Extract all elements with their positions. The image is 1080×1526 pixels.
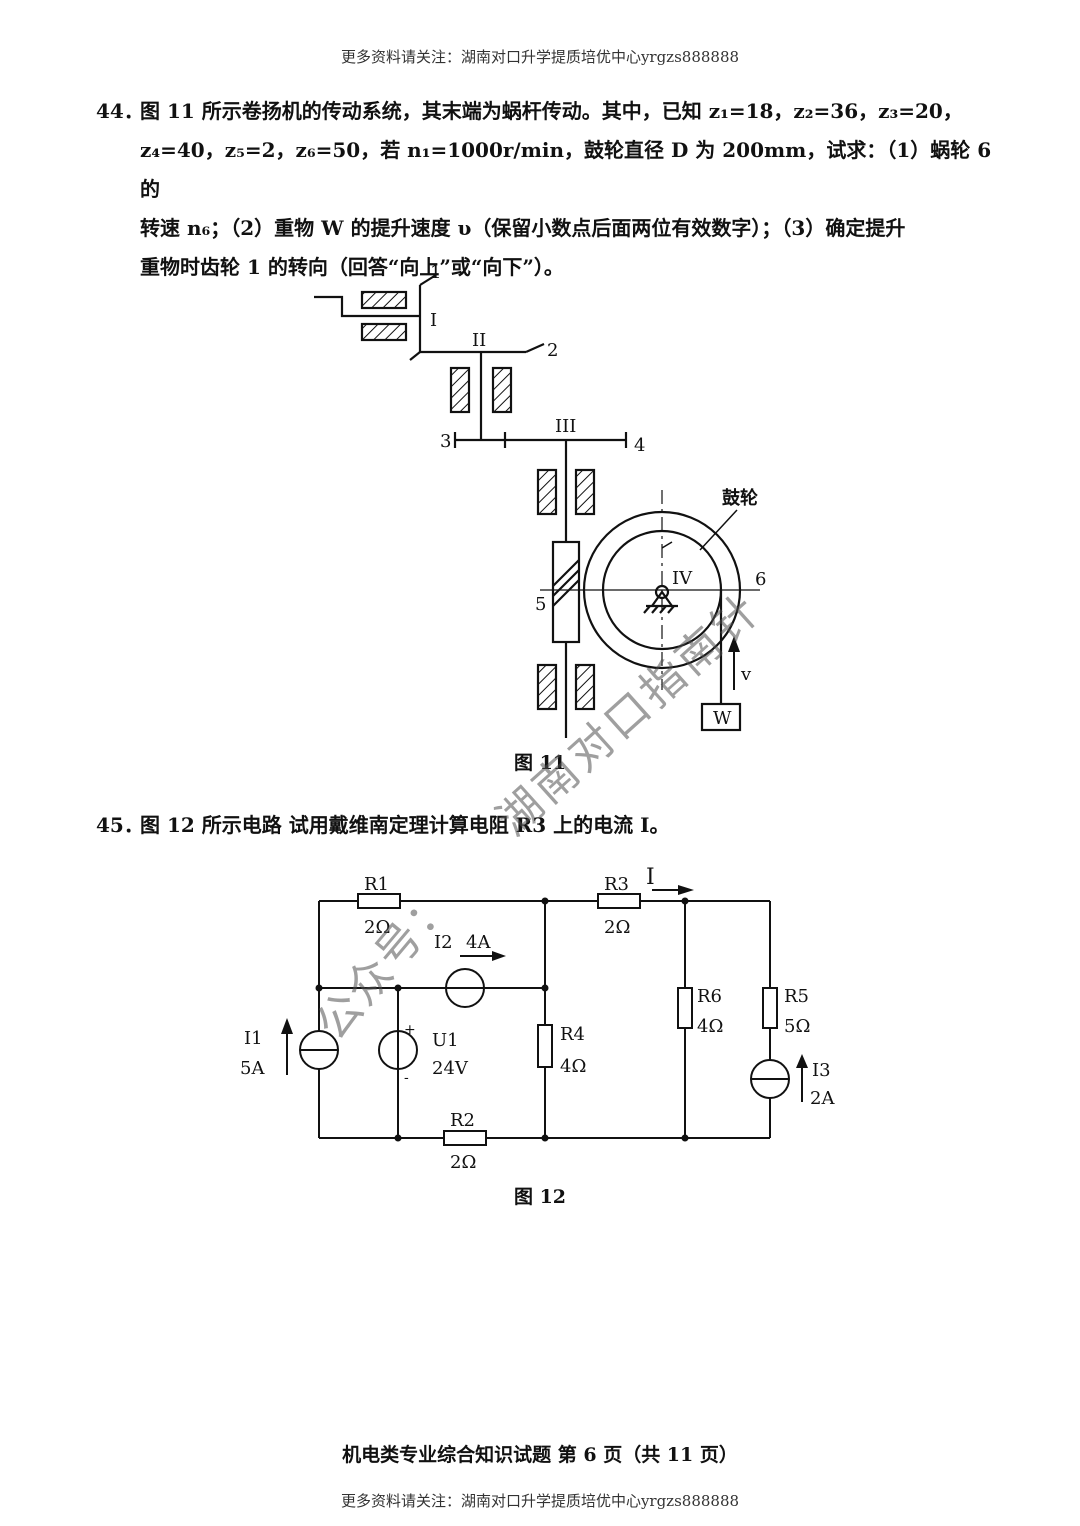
figure-11-caption: 图 11: [513, 752, 567, 774]
r4-name: R4: [560, 1024, 585, 1045]
gear-1-label: 1: [430, 262, 441, 283]
u1-minus-sign: -: [404, 1070, 409, 1086]
r2-name: R2: [450, 1110, 475, 1131]
shaft-2-label: II: [472, 330, 486, 351]
drum-label: 鼓轮: [722, 487, 758, 509]
i3-value: 2A: [810, 1088, 835, 1109]
shaft-4-label: IV: [672, 568, 693, 589]
question-text-line: 图 11 所示卷扬机的传动系统，其末端为蜗杆传动。其中，已知 z₁=18，z₂=…: [140, 99, 963, 123]
r3-value: 2Ω: [604, 917, 630, 938]
r4-value: 4Ω: [560, 1056, 586, 1077]
u1-plus-sign: +: [404, 1022, 416, 1038]
shaft-1-label: I: [430, 310, 437, 331]
i1-name: I1: [244, 1028, 263, 1049]
r1-name: R1: [364, 874, 389, 895]
r6-value: 4Ω: [697, 1016, 723, 1037]
worm-wheel-6-label: 6: [755, 569, 766, 590]
footer-note: 更多资料请关注：湖南对口升学提质培优中心yrgzs888888: [340, 1492, 740, 1510]
question-text-line: z₄=40，z₅=2，z₆=50，若 n₁=1000r/min，鼓轮直径 D 为…: [140, 138, 992, 201]
u1-value: 24V: [432, 1058, 469, 1079]
gear-3-label: 3: [440, 431, 451, 452]
question-text-line: 图 12 所示电路 试用戴维南定理计算电阻 R3 上的电流 I。: [140, 813, 670, 837]
header-note: 更多资料请关注：湖南对口升学提质培优中心yrgzs888888: [340, 48, 740, 66]
r6-name: R6: [697, 986, 722, 1007]
worm-5-label: 5: [535, 594, 546, 615]
i1-value: 5A: [240, 1058, 265, 1079]
r2-value: 2Ω: [450, 1152, 476, 1173]
r1-value: 2Ω: [364, 917, 390, 938]
shaft-3-label: III: [555, 416, 576, 437]
question-text-line: 转速 n₆；（2）重物 W 的提升速度 υ（保留小数点后面两位有效数字）；（3）…: [140, 216, 906, 240]
weight-label: W: [713, 708, 732, 729]
i2-name: I2: [434, 932, 453, 953]
gear-2-label: 2: [547, 340, 558, 361]
question-44: 44．图 11 所示卷扬机的传动系统，其末端为蜗杆传动。其中，已知 z₁=18，…: [96, 92, 996, 287]
question-45: 45．图 12 所示电路 试用戴维南定理计算电阻 R3 上的电流 I。: [96, 806, 996, 845]
gear-4-label: 4: [634, 435, 645, 456]
question-number: 45．: [96, 813, 144, 837]
r5-name: R5: [784, 986, 809, 1007]
velocity-label: v: [740, 664, 752, 685]
current-i-label: I: [646, 865, 655, 890]
r5-value: 5Ω: [784, 1016, 810, 1037]
r3-name: R3: [604, 874, 629, 895]
figure-11-transmission-diagram: 1 I II 2 3 III 4 5 IV 6 鼓轮 v W: [314, 262, 766, 738]
page-footer: 机电类专业综合知识试题 第 6 页（共 11 页）: [342, 1444, 738, 1466]
figure-12-caption: 图 12: [513, 1186, 567, 1208]
i3-name: I3: [812, 1060, 831, 1081]
question-number: 44．: [96, 99, 144, 123]
question-text-line: 重物时齿轮 1 的转向（回答“向上”或“向下”）。: [140, 255, 564, 279]
u1-name: U1: [432, 1030, 459, 1051]
i2-value: 4A: [466, 932, 491, 953]
